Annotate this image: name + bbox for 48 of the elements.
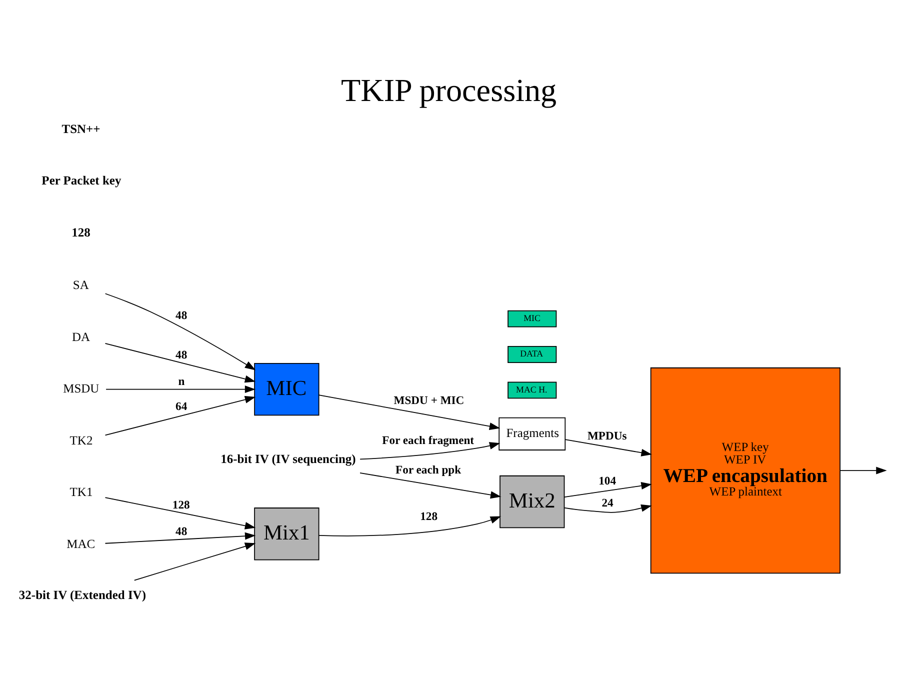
node-text: MSDU bbox=[63, 381, 100, 396]
node-box: Mix2 bbox=[500, 474, 565, 528]
edge-label: 128 bbox=[420, 509, 438, 522]
node-box: MIC bbox=[508, 310, 557, 327]
arrow bbox=[360, 442, 500, 460]
edge-label: MPDUs bbox=[587, 429, 627, 442]
node-text: DA bbox=[72, 329, 90, 344]
edge-label: 48 bbox=[176, 308, 188, 322]
arrow bbox=[134, 542, 256, 580]
edge-label: For each ppk bbox=[396, 463, 462, 476]
arrow bbox=[564, 482, 652, 498]
arrow bbox=[104, 496, 256, 529]
node-box: WEP key WEP IV WEP encapsulation WEP plaintext bbox=[650, 366, 840, 574]
node-text: MAC bbox=[66, 536, 96, 550]
arrow bbox=[360, 472, 502, 498]
edge-label: 64 bbox=[176, 400, 188, 413]
node-text: 32-bit IV (Extended IV) bbox=[18, 587, 146, 602]
label: 128 bbox=[72, 224, 90, 239]
node-box: MAC H. bbox=[508, 381, 557, 398]
arrow bbox=[104, 292, 256, 370]
diagram-title: TKIP processing bbox=[341, 71, 557, 108]
node-text: TK2 bbox=[70, 432, 93, 447]
node-box: MIC bbox=[254, 362, 320, 416]
node-box: Fragments bbox=[498, 416, 566, 450]
edge-label: For each fragment bbox=[382, 434, 474, 447]
edge-label: MSDU + MIC bbox=[394, 393, 464, 406]
arrow bbox=[564, 438, 652, 456]
edge-label: 24 bbox=[602, 496, 614, 510]
edge-label: 128 bbox=[172, 498, 190, 511]
label: TSN++ bbox=[62, 121, 100, 136]
node-text: 16-bit IV (IV sequencing) bbox=[220, 452, 356, 466]
label: Per Packet key bbox=[42, 173, 122, 188]
edge-label: 104 bbox=[598, 474, 616, 487]
edge-label: 48 bbox=[176, 524, 188, 538]
node-box: Mix1 bbox=[254, 507, 320, 560]
arrow bbox=[840, 466, 887, 474]
edge-label: n bbox=[178, 374, 185, 388]
edge-label: 48 bbox=[176, 348, 188, 361]
arrow bbox=[106, 385, 256, 393]
node-box: DATA bbox=[508, 346, 557, 362]
arrow bbox=[564, 504, 652, 512]
arrow bbox=[104, 395, 256, 436]
node-text: SA bbox=[72, 278, 89, 292]
node-text: TK1 bbox=[70, 484, 93, 499]
arrow bbox=[104, 342, 256, 382]
arrow bbox=[104, 532, 256, 544]
arrow bbox=[318, 516, 502, 536]
arrow bbox=[318, 394, 500, 430]
